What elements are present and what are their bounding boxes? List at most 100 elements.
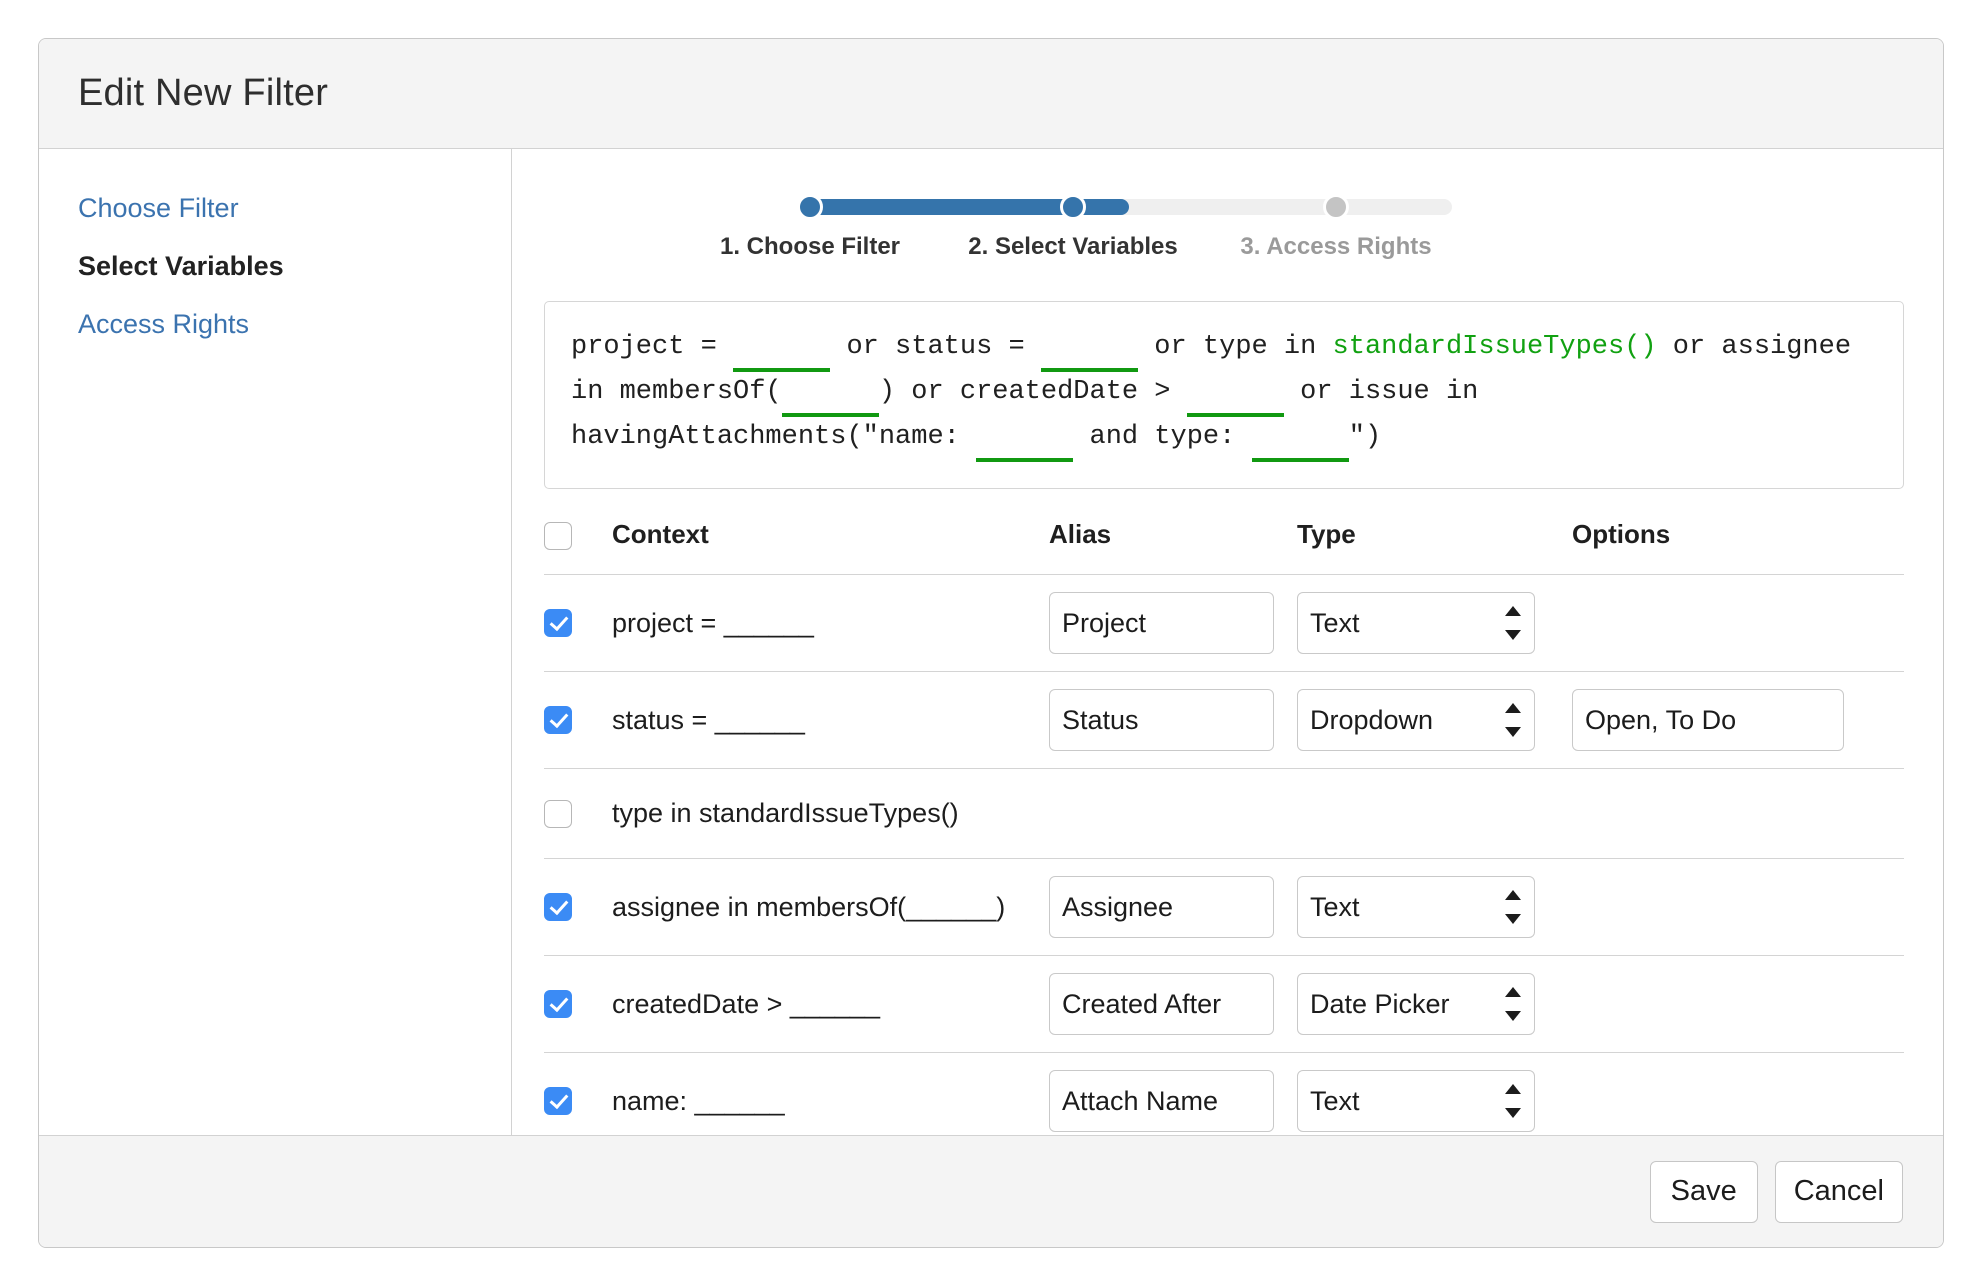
- sidebar-item-access-rights[interactable]: Access Rights: [78, 309, 250, 339]
- row-select-cell: [544, 671, 612, 770]
- context-cell: status = ______: [612, 671, 1049, 770]
- dialog-footer: Save Cancel: [39, 1135, 1943, 1247]
- context-label: createdDate > ______: [612, 988, 880, 1019]
- cancel-button[interactable]: Cancel: [1774, 1160, 1903, 1223]
- row-select-cell: [544, 1052, 612, 1135]
- context-label: type in standardIssueTypes(): [612, 798, 959, 829]
- alias-input[interactable]: [1049, 973, 1274, 1036]
- alias-input[interactable]: [1049, 876, 1274, 939]
- context-cell: type in standardIssueTypes(): [612, 768, 1049, 860]
- stepper-labels: 1. Choose Filter 2. Select Variables 3. …: [512, 233, 1943, 273]
- table-row: assignee in membersOf(______) Text: [544, 858, 1904, 957]
- options-cell: [1572, 574, 1904, 673]
- sidebar-item-choose-filter[interactable]: Choose Filter: [78, 193, 239, 223]
- column-header-context: Context: [612, 519, 1049, 576]
- select-all-cell: [544, 519, 612, 576]
- column-header-alias: Alias: [1049, 519, 1297, 576]
- row-select-cell: [544, 955, 612, 1054]
- jql-variable-slot: ______: [976, 417, 1074, 462]
- variables-table-body: project = ______ Text status = ______ Dropd…: [544, 574, 1904, 1135]
- type-cell: [1297, 768, 1572, 860]
- alias-cell: [1049, 955, 1297, 1054]
- row-checkbox[interactable]: [544, 706, 572, 735]
- type-select-wrap: Date Picker: [1297, 973, 1535, 1036]
- type-cell: Text: [1297, 574, 1572, 673]
- row-checkbox[interactable]: [544, 799, 572, 828]
- alias-cell: [1049, 671, 1297, 770]
- row-select-cell: [544, 574, 612, 673]
- row-checkbox[interactable]: [544, 609, 572, 638]
- table-row: name: ______ Text: [544, 1052, 1904, 1135]
- context-cell: createdDate > ______: [612, 955, 1049, 1054]
- options-cell: [1572, 1052, 1904, 1135]
- type-cell: Dropdown: [1297, 671, 1572, 770]
- stepper-label-step-3: 3. Access Rights: [1240, 233, 1432, 260]
- stepper-track: [805, 199, 1452, 215]
- stepper-label-step-2: 2. Select Variables: [968, 233, 1178, 260]
- stepper-dot-step-3[interactable]: [1323, 194, 1349, 220]
- jql-text-token: or issue in havingAttachments("name:: [571, 377, 1495, 452]
- alias-cell: [1049, 858, 1297, 957]
- options-input[interactable]: [1572, 689, 1844, 752]
- row-select-cell: [544, 768, 612, 860]
- type-select-wrap: Text: [1297, 876, 1535, 939]
- type-select[interactable]: Text: [1297, 592, 1535, 655]
- context-label: status = ______: [612, 704, 805, 735]
- type-cell: Text: [1297, 1052, 1572, 1135]
- jql-text-token: or status =: [830, 332, 1041, 362]
- jql-query-preview: project = ______ or status = ______ or t…: [544, 301, 1904, 489]
- table-header-row: Context Alias Type Options: [544, 519, 1904, 576]
- jql-text-token: ) or createdDate >: [878, 377, 1187, 407]
- row-checkbox[interactable]: [544, 893, 572, 922]
- jql-text-token: or assignee in membersOf(: [571, 332, 1868, 407]
- alias-input[interactable]: [1049, 689, 1274, 752]
- table-row: status = ______ Dropdown: [544, 671, 1904, 770]
- sidebar-item-select-variables[interactable]: Select Variables: [78, 251, 284, 281]
- table-row: createdDate > ______ Date Picker: [544, 955, 1904, 1054]
- select-all-checkbox[interactable]: [544, 522, 572, 551]
- alias-input[interactable]: [1049, 1070, 1274, 1133]
- context-cell: name: ______: [612, 1052, 1049, 1135]
- sidebar: Choose Filter Select Variables Access Ri…: [39, 149, 512, 1135]
- type-select[interactable]: Date Picker: [1297, 973, 1535, 1036]
- column-header-type: Type: [1297, 519, 1572, 576]
- row-checkbox[interactable]: [544, 1087, 572, 1116]
- stepper-dot-step-2[interactable]: [1060, 194, 1086, 220]
- jql-text-token: "): [1348, 422, 1382, 452]
- context-cell: project = ______: [612, 574, 1049, 673]
- jql-variable-slot: ______: [1040, 327, 1139, 372]
- options-cell: [1572, 955, 1904, 1054]
- context-label: name: ______: [612, 1085, 785, 1116]
- options-cell: [1572, 858, 1904, 957]
- type-select[interactable]: Dropdown: [1297, 689, 1535, 752]
- type-select[interactable]: Text: [1297, 1070, 1535, 1133]
- jql-variable-slot: ______: [1251, 417, 1349, 462]
- context-label: assignee in membersOf(______): [612, 891, 1006, 922]
- jql-text-token: and type:: [1073, 422, 1252, 452]
- type-cell: Text: [1297, 858, 1572, 957]
- jql-text-token: or type in: [1138, 332, 1333, 362]
- context-label: project = ______: [612, 607, 814, 638]
- dialog-header: Edit New Filter: [39, 39, 1943, 149]
- options-cell: [1572, 768, 1904, 860]
- alias-input[interactable]: [1049, 592, 1274, 655]
- type-cell: Date Picker: [1297, 955, 1572, 1054]
- alias-cell: [1049, 768, 1297, 860]
- wizard-stepper: 1. Choose Filter 2. Select Variables 3. …: [512, 175, 1943, 283]
- stepper-dot-step-1[interactable]: [797, 194, 823, 220]
- edit-filter-dialog: Edit New Filter Choose Filter Select Var…: [38, 38, 1944, 1248]
- variables-table-wrap: Context Alias Type Options project = ___…: [544, 519, 1904, 1135]
- jql-variable-slot: ______: [733, 327, 831, 372]
- dialog-body: Choose Filter Select Variables Access Ri…: [39, 149, 1943, 1135]
- row-checkbox[interactable]: [544, 990, 572, 1019]
- table-row: type in standardIssueTypes(): [544, 768, 1904, 860]
- jql-variable-slot: ______: [781, 372, 879, 417]
- column-header-options: Options: [1572, 519, 1904, 576]
- save-button[interactable]: Save: [1649, 1160, 1758, 1223]
- table-row: project = ______ Text: [544, 574, 1904, 673]
- main-panel: 1. Choose Filter 2. Select Variables 3. …: [512, 149, 1943, 1135]
- row-select-cell: [544, 858, 612, 957]
- alias-cell: [1049, 1052, 1297, 1135]
- type-select[interactable]: Text: [1297, 876, 1535, 939]
- stepper-label-step-1: 1. Choose Filter: [719, 233, 901, 260]
